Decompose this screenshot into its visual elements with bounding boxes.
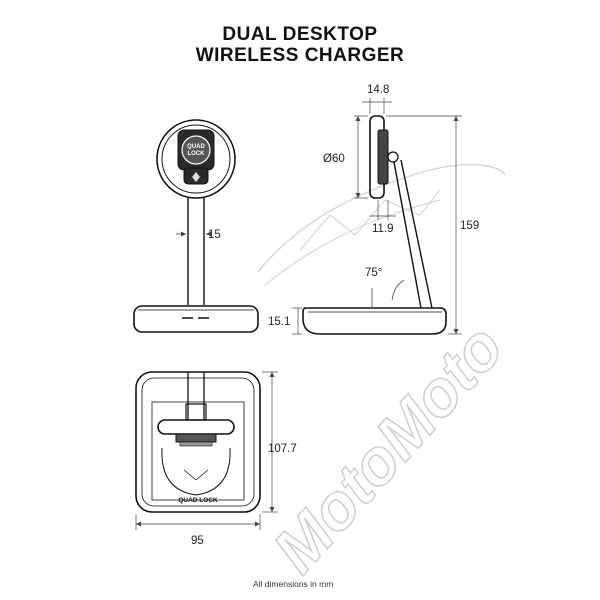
side-base: [302, 307, 447, 335]
front-head-outer: [156, 119, 236, 199]
front-base: [133, 305, 259, 333]
dim-total-height: 159: [460, 220, 479, 232]
front-logo-line-1: QUAD: [187, 144, 205, 150]
side-arm-back: [400, 159, 433, 309]
footnote: All dimensions in mm: [253, 579, 333, 589]
top-head: [157, 419, 235, 435]
front-mount-disc: [181, 135, 211, 165]
dim-head-diameter: Ø60: [323, 153, 345, 165]
dim-base-width: 95: [191, 535, 204, 547]
dim-stem-width: 15: [208, 229, 221, 241]
dim-mount-depth: 11.9: [372, 223, 394, 235]
side-view: [292, 98, 462, 335]
side-hinge: [387, 151, 399, 163]
dim-arm-angle: 75°: [365, 267, 382, 279]
title-line-2: WIRELESS CHARGER: [195, 45, 405, 66]
top-phone-arc: [161, 447, 231, 496]
front-logo-line-2: LOCK: [188, 151, 206, 157]
watermark-text: MotoMoto: [259, 311, 517, 586]
dim-head-thickness: 14.8: [367, 84, 389, 96]
top-base-outer: [135, 371, 261, 513]
dim-base-height: 15.1: [268, 316, 290, 328]
side-mount: [377, 129, 389, 185]
top-charging-pad: [151, 401, 245, 501]
front-head-inner: [161, 124, 231, 194]
top-view: [135, 371, 278, 530]
base-logo: QUAD LOCK: [178, 497, 218, 504]
front-view: [133, 119, 259, 333]
title-line-1: DUAL DESKTOP: [222, 24, 378, 45]
front-mount-diamond-icon: [192, 172, 200, 182]
side-arm-front: [393, 161, 422, 309]
dim-base-depth: 107.7: [268, 443, 297, 455]
